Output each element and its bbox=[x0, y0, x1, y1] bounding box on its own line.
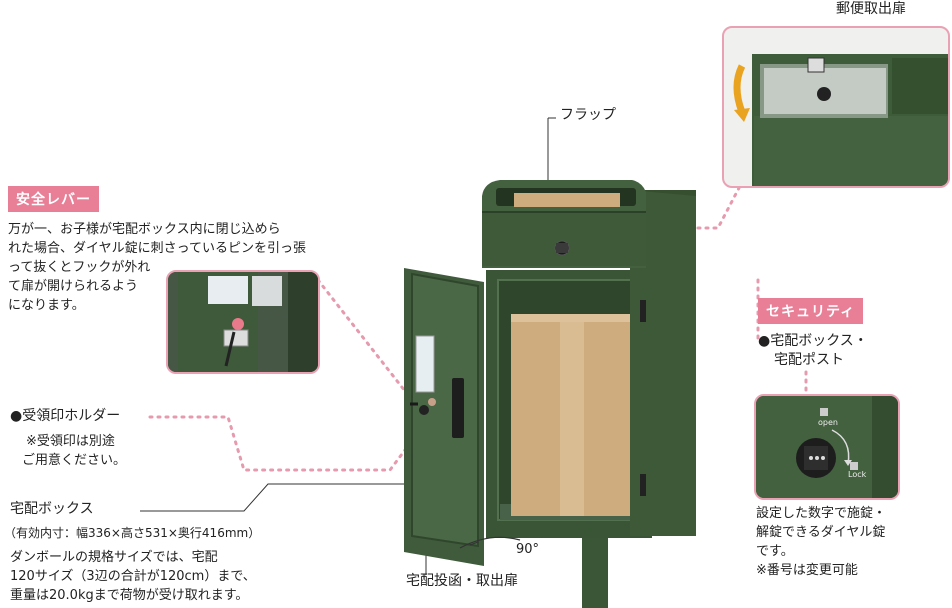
box-callout bbox=[140, 483, 410, 512]
leader-holder bbox=[148, 415, 422, 472]
security-desc-1: 設定した数字で施錠・ bbox=[756, 506, 887, 521]
box-spec-line-3: 重量は20.0kgまで荷物が受け取れます。 bbox=[10, 588, 249, 603]
security-desc-2: 解錠できるダイヤル錠 bbox=[756, 525, 886, 540]
box-spec-title: 宅配ボックス bbox=[10, 501, 94, 517]
security-list: ●宅配ボックス・ 宅配ポスト bbox=[758, 332, 868, 370]
safety-line-3: って抜くとフックが外れ bbox=[8, 260, 151, 275]
safety-line-1: 万が一、お子様が宅配ボックス内に閉じ込めら bbox=[8, 222, 281, 237]
dial-lock-illustration bbox=[756, 396, 898, 498]
stamp-holder bbox=[428, 398, 436, 406]
box-spec-line-2: 120サイズ（3辺の合計が120cm）まで、 bbox=[10, 569, 256, 584]
security-line-1: ●宅配ボックス・ bbox=[758, 333, 868, 349]
stand-pole bbox=[582, 536, 608, 608]
door-label: 宅配投函・取出扉 bbox=[406, 573, 518, 589]
safety-lever-description: 万が一、お子様が宅配ボックス内に閉じ込めら れた場合、ダイヤル錠に刺さっているピ… bbox=[8, 220, 306, 315]
mail-door-title: 郵便取出扉 bbox=[836, 1, 906, 17]
dial-lock-label: Lock bbox=[848, 470, 867, 479]
hinge-top bbox=[640, 300, 646, 322]
mail-door-illustration bbox=[733, 54, 948, 186]
lever-pin-icon bbox=[232, 318, 244, 330]
flap-parcel bbox=[514, 193, 620, 207]
holder-line-2: ご用意ください。 bbox=[22, 453, 127, 468]
security-description: 設定した数字で施錠・ 解錠できるダイヤル錠 です。 ※番号は変更可能 bbox=[756, 504, 886, 580]
holder-line-1: ※受領印は別途 bbox=[26, 434, 115, 449]
lock-icon bbox=[850, 462, 858, 470]
mail-door-inset bbox=[722, 26, 950, 188]
security-desc-3: です。 bbox=[756, 544, 794, 559]
holder-note: ※受領印は別途 ご用意ください。 bbox=[22, 432, 126, 470]
safety-lever-badge: 安全レバー bbox=[8, 186, 99, 212]
dial-open-label: open bbox=[818, 418, 838, 427]
dial-lock-inset: open Lock bbox=[754, 394, 900, 500]
arrow-icon bbox=[733, 64, 746, 114]
box-spec-description: ダンボールの規格サイズでは、宅配 120サイズ（3辺の合計が120cm）まで、 … bbox=[10, 548, 256, 605]
door-handle bbox=[452, 378, 464, 438]
leader-safety-lever bbox=[316, 278, 414, 402]
safety-line-5: になります。 bbox=[8, 298, 85, 313]
security-desc-4: ※番号は変更可能 bbox=[756, 563, 858, 578]
safety-lever-illustration bbox=[168, 272, 318, 372]
holder-title: ●受領印ホルダー bbox=[10, 408, 121, 424]
box-spec-line-1: ダンボールの規格サイズでは、宅配 bbox=[10, 550, 218, 565]
security-badge: セキュリティ bbox=[758, 298, 864, 324]
safety-lever-inset bbox=[166, 270, 320, 374]
flap-label: フラップ bbox=[560, 107, 616, 123]
door-sticker bbox=[415, 335, 435, 393]
safety-line-2: れた場合、ダイヤル錠に刺さっているピンを引っ張 bbox=[8, 241, 306, 256]
security-line-2: 宅配ポスト bbox=[774, 352, 844, 368]
hinge-bottom bbox=[640, 474, 646, 496]
box-spec-dims: （有効内寸：幅336×高さ531×奥行416mm） bbox=[4, 526, 261, 540]
open-icon bbox=[820, 408, 828, 416]
safety-line-4: て扉が開けられるよう bbox=[8, 279, 139, 294]
door-angle-label: 90° bbox=[516, 542, 540, 557]
